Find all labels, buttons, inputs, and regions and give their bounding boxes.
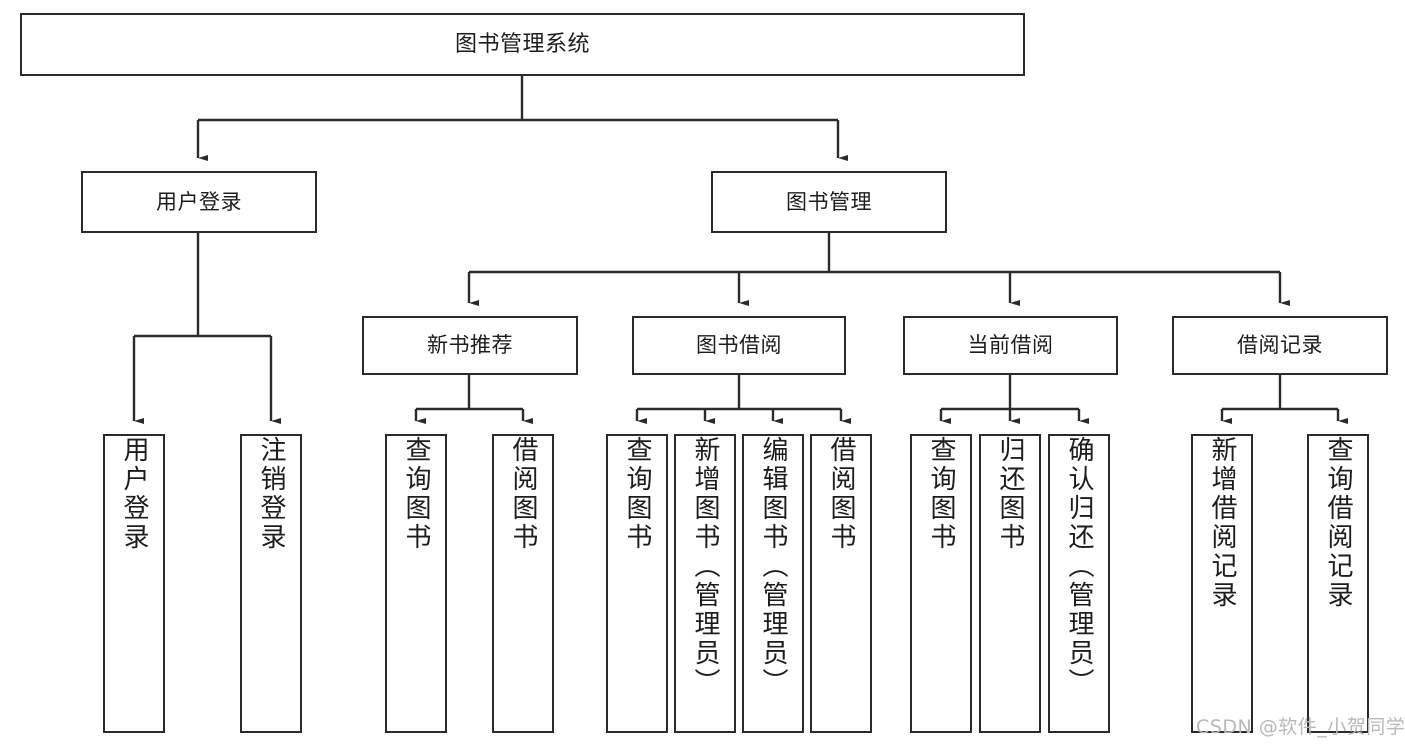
leaf-label: 归还图书: [995, 436, 1025, 552]
node-root[interactable]: 图书管理系统: [20, 13, 1025, 76]
leaf-label: 查询图书: [926, 436, 956, 552]
leaf-user-login-logout[interactable]: 注销登录: [240, 434, 302, 733]
leaf-borrow-borrow-book[interactable]: 借阅图书: [810, 434, 872, 733]
leaf-recommend-borrow-book[interactable]: 借阅图书: [492, 434, 554, 733]
leaf-label: 编辑图书（管理员）: [758, 436, 788, 697]
node-borrow-records-label: 借阅记录: [1237, 333, 1323, 358]
leaf-borrow-add-book-admin[interactable]: 新增图书（管理员）: [674, 434, 736, 733]
node-book-management[interactable]: 图书管理: [711, 171, 947, 233]
node-current-borrow[interactable]: 当前借阅: [903, 316, 1118, 375]
node-borrow-records[interactable]: 借阅记录: [1172, 316, 1388, 375]
leaf-current-query-book[interactable]: 查询图书: [910, 434, 972, 733]
leaf-records-add-record[interactable]: 新增借阅记录: [1191, 434, 1253, 733]
node-user-login-label: 用户登录: [156, 189, 242, 214]
node-book-management-label: 图书管理: [786, 189, 872, 214]
watermark: CSDN @软件_小贺同学: [1196, 716, 1405, 738]
node-book-borrow[interactable]: 图书借阅: [632, 316, 846, 375]
leaf-label: 新增图书（管理员）: [690, 436, 720, 697]
leaf-current-confirm-return-admin[interactable]: 确认归还（管理员）: [1048, 434, 1110, 733]
node-new-book-recommend[interactable]: 新书推荐: [362, 316, 578, 375]
leaf-current-return-book[interactable]: 归还图书: [979, 434, 1041, 733]
node-current-borrow-label: 当前借阅: [967, 333, 1054, 358]
leaf-user-login-login[interactable]: 用户登录: [103, 434, 165, 733]
node-user-login[interactable]: 用户登录: [81, 171, 317, 233]
leaf-label: 注销登录: [256, 436, 286, 552]
leaf-borrow-query-book[interactable]: 查询图书: [606, 434, 668, 733]
leaf-records-query-record[interactable]: 查询借阅记录: [1307, 434, 1369, 733]
node-new-book-recommend-label: 新书推荐: [427, 333, 513, 358]
leaf-label: 新增借阅记录: [1207, 436, 1237, 610]
leaf-label: 用户登录: [119, 436, 149, 552]
leaf-label: 查询图书: [401, 436, 431, 552]
leaf-borrow-edit-book-admin[interactable]: 编辑图书（管理员）: [742, 434, 804, 733]
leaf-label: 查询借阅记录: [1323, 436, 1353, 610]
leaf-label: 查询图书: [622, 436, 652, 552]
node-root-label: 图书管理系统: [454, 31, 590, 57]
node-book-borrow-label: 图书借阅: [696, 333, 782, 358]
leaf-label: 确认归还（管理员）: [1064, 436, 1094, 697]
leaf-recommend-query-book[interactable]: 查询图书: [385, 434, 447, 733]
leaf-label: 借阅图书: [826, 436, 856, 552]
leaf-label: 借阅图书: [508, 436, 538, 552]
